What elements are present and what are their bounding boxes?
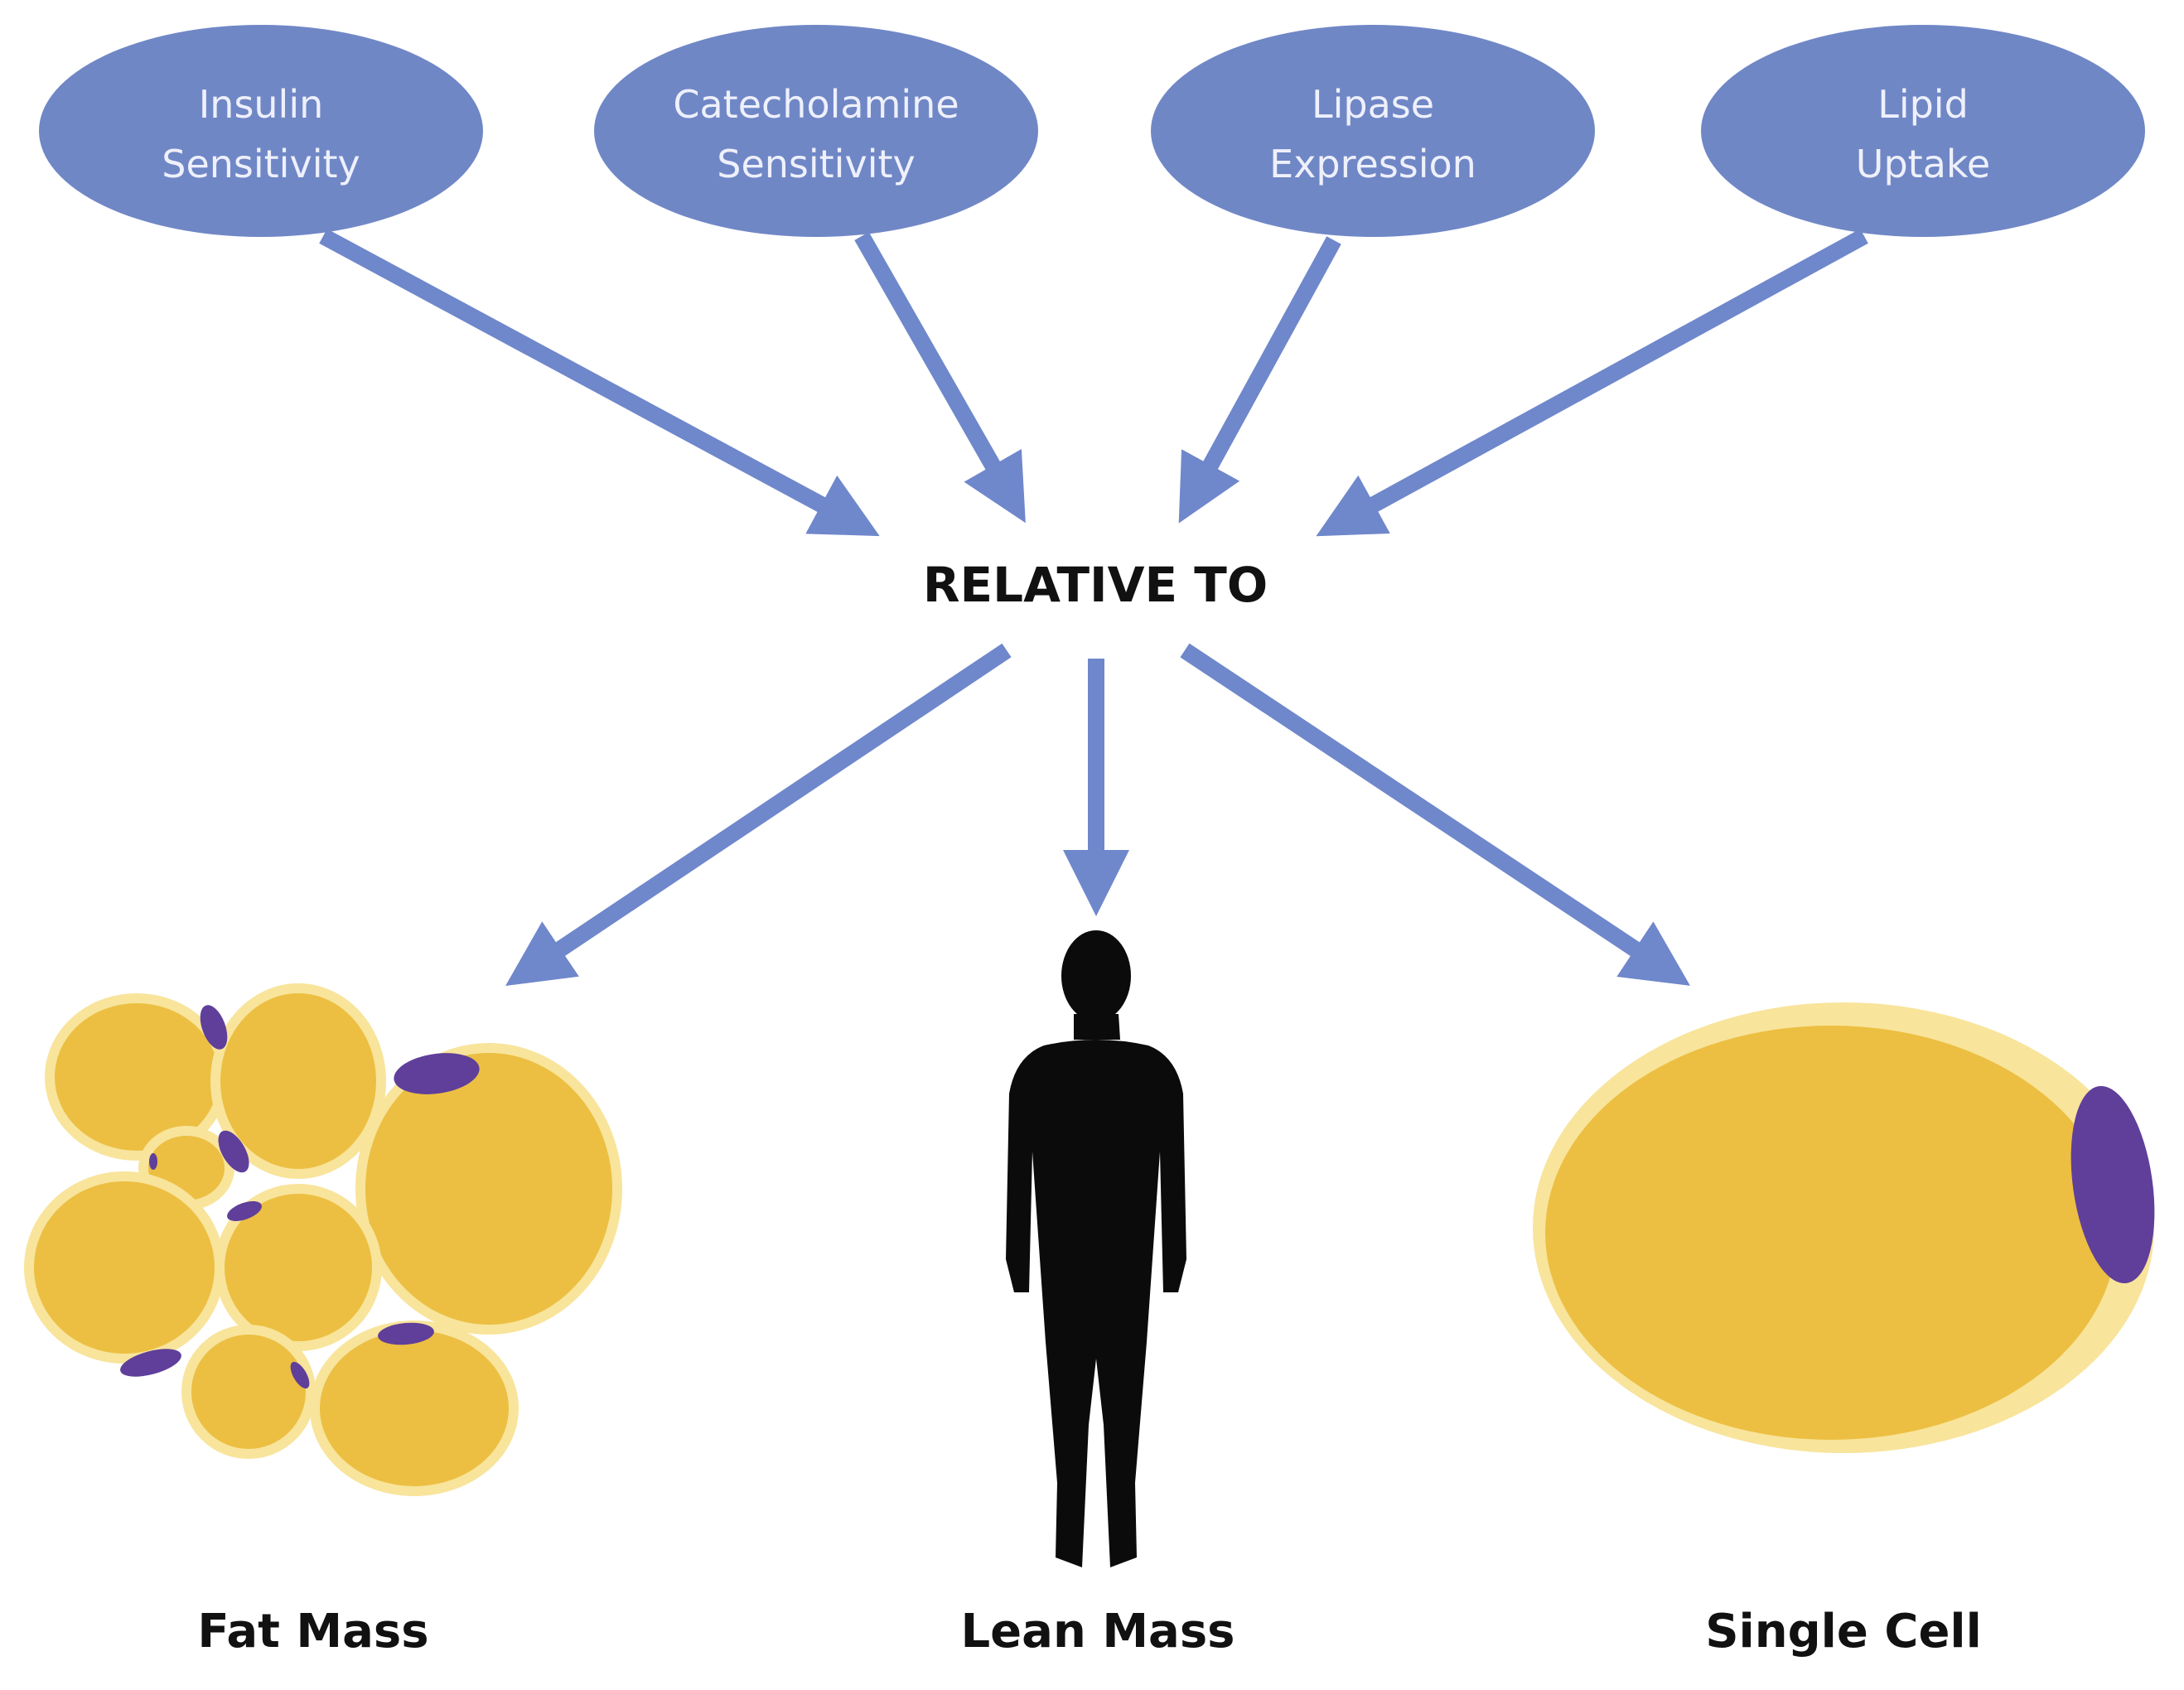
fat-cells-cluster-icon <box>24 983 622 1496</box>
factor-label-line1: Catecholamine <box>673 82 959 127</box>
arrow-insulin-to-center <box>319 229 880 537</box>
target-label-lean-mass: Lean Mass <box>961 1605 1235 1659</box>
arrow-lipase-to-center <box>1178 236 1341 524</box>
factor-catecholamine-sensitivity: Catecholamine Sensitivity <box>594 25 1038 237</box>
target-label-fat-mass: Fat Mass <box>197 1605 428 1659</box>
arrow-center-to-single-cell <box>1180 643 1690 986</box>
arrow-center-to-fat-mass <box>505 643 1012 987</box>
factor-label-line2: Uptake <box>1856 142 1990 186</box>
factor-label-line2: Sensitivity <box>162 142 360 186</box>
factor-label-line2: Sensitivity <box>717 142 915 186</box>
single-fat-cell-icon <box>1533 1002 2155 1453</box>
factor-label-line1: Lipid <box>1877 82 1969 127</box>
human-silhouette-icon <box>1006 930 1186 1567</box>
fat-cell-nuclei <box>120 1005 480 1389</box>
factor-label-line2: Expression <box>1269 142 1476 186</box>
factor-label-line1: Insulin <box>199 82 324 127</box>
factor-insulin-sensitivity: Insulin Sensitivity <box>39 25 483 237</box>
factor-label-line1: Lipase <box>1312 82 1434 127</box>
arrow-lipid-to-center <box>1316 229 1868 537</box>
arrow-catecholamine-to-center <box>854 232 1026 524</box>
factor-lipase-expression: Lipase Expression <box>1151 25 1595 237</box>
center-label: RELATIVE TO <box>923 557 1268 613</box>
factor-lipid-uptake: Lipid Uptake <box>1701 25 2145 237</box>
target-label-single-cell: Single Cell <box>1705 1605 1982 1659</box>
